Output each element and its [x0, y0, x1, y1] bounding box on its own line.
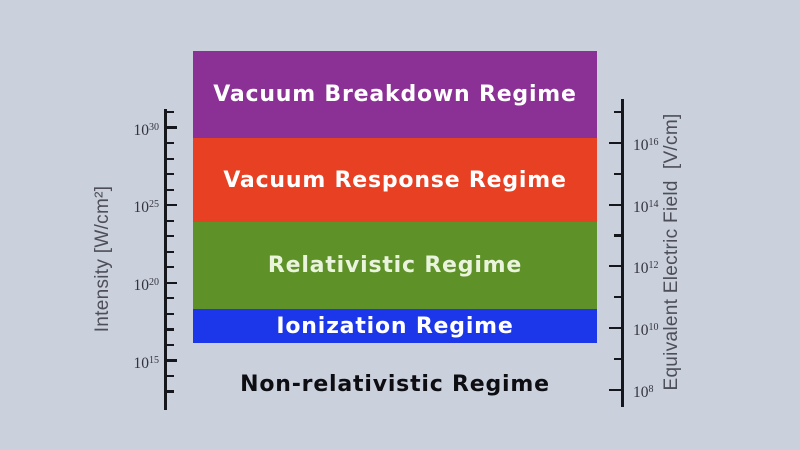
non-relativistic-regime-label: Non-relativistic Regime	[240, 371, 550, 397]
axis-tick	[166, 359, 177, 362]
axis-tick	[166, 188, 174, 191]
right-axis-line	[621, 99, 624, 407]
axis-tick	[609, 203, 622, 206]
axis-tick	[166, 250, 174, 253]
axis-tick	[613, 296, 622, 299]
axis-tick	[166, 126, 177, 129]
axis-tick	[166, 328, 174, 331]
axis-tick	[166, 312, 174, 315]
regime-band-label: Ionization Regime	[276, 313, 514, 339]
axis-tick-label: 1016	[633, 136, 659, 154]
axis-tick	[166, 204, 177, 207]
axis-tick	[166, 110, 174, 114]
left-axis-line	[164, 109, 167, 410]
axis-tick-label: 108	[633, 384, 654, 401]
axis-tick	[609, 265, 622, 268]
axis-tick-label: 1012	[633, 260, 659, 278]
axis-tick	[613, 234, 622, 237]
axis-tick	[166, 219, 174, 222]
axis-tick-label: 1014	[633, 198, 659, 216]
regime-band-label: Relativistic Regime	[267, 253, 523, 279]
axis-tick	[166, 235, 174, 238]
axis-tick-label: 1020	[133, 276, 160, 294]
axis-tick-label: 1015	[133, 354, 160, 372]
regime-band: Ionization Regime	[193, 309, 597, 344]
regime-band: Vacuum Breakdown Regime	[193, 51, 597, 139]
regime-band-label: Vacuum Response Regime	[223, 167, 567, 193]
regime-band: Vacuum Response Regime	[193, 138, 597, 223]
axis-tick	[613, 172, 622, 175]
left-axis-title: Intensity [W/cm²]	[92, 185, 113, 333]
axis-tick	[613, 110, 622, 113]
axis-tick	[613, 358, 622, 361]
axis-tick	[609, 327, 622, 330]
axis-tick	[609, 388, 622, 392]
axis-tick	[166, 374, 174, 378]
regime-band: Relativistic Regime	[193, 222, 597, 310]
axis-tick	[166, 266, 174, 269]
axis-tick	[166, 157, 174, 160]
regime-band-label: Vacuum Breakdown Regime	[213, 82, 577, 108]
axis-tick	[166, 173, 174, 176]
right-axis-title: Equivalent Electric Field [V/cm]	[661, 113, 682, 391]
axis-tick-label: 1010	[633, 322, 659, 340]
axis-tick-label: 1030	[133, 121, 160, 139]
axis-tick	[609, 141, 622, 144]
axis-tick	[166, 343, 174, 347]
axis-tick	[166, 390, 174, 393]
axis-tick	[166, 281, 177, 284]
axis-tick	[166, 141, 174, 145]
axis-tick	[166, 297, 174, 300]
axis-tick-label: 1025	[133, 199, 160, 217]
